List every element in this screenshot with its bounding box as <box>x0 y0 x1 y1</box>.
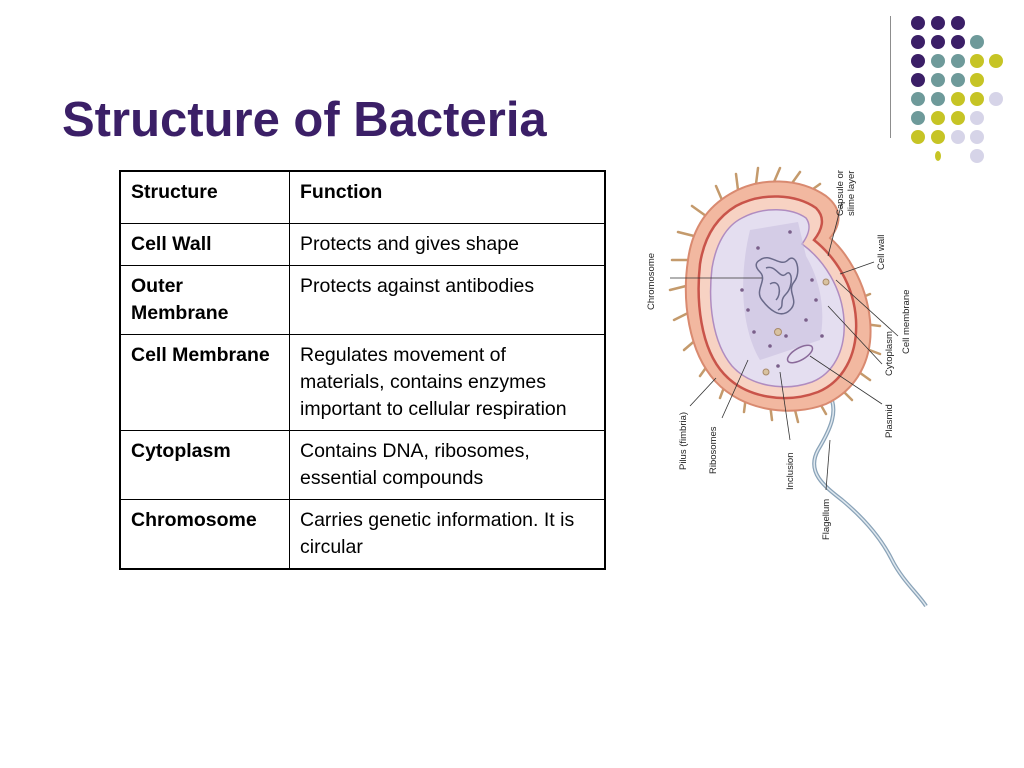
ribosomes <box>740 230 824 368</box>
slide-title: Structure of Bacteria <box>62 93 547 147</box>
label-ribosomes: Ribosomes <box>708 426 719 474</box>
function-cell: Carries genetic information. It is circu… <box>289 498 606 569</box>
decor-dot <box>935 151 941 161</box>
decor-dot <box>911 35 925 49</box>
decor-dot <box>951 130 965 144</box>
decor-dot <box>911 73 925 87</box>
function-cell: Contains DNA, ribosomes, essential compo… <box>289 429 606 500</box>
structure-cell: Cell Wall <box>119 222 290 266</box>
decor-dot <box>911 111 925 125</box>
label-cytoplasm: Cytoplasm <box>884 331 895 376</box>
decor-dot <box>931 16 945 30</box>
decor-dot <box>970 35 984 49</box>
leader-lines <box>670 201 899 491</box>
header-function: Function <box>289 170 606 224</box>
decor-dot <box>951 16 965 30</box>
decor-dot <box>970 54 984 68</box>
structure-cell: Cytoplasm <box>119 429 290 500</box>
inclusions <box>762 278 830 376</box>
table-row: Cell Wall Protects and gives shape <box>119 222 606 266</box>
label-pilus: Pilus (fimbria) <box>678 412 689 470</box>
label-capsule-line2: slime layer <box>846 171 857 216</box>
table-row: Cytoplasm Contains DNA, ribosomes, essen… <box>119 429 606 500</box>
label-plasmid: Plasmid <box>884 404 895 438</box>
structure-cell: Cell Membrane <box>119 333 290 431</box>
decor-dot <box>970 149 984 163</box>
decor-dot <box>951 54 965 68</box>
function-cell: Regulates movement of materials, contain… <box>289 333 606 431</box>
decor-dot <box>951 111 965 125</box>
decor-dot <box>970 130 984 144</box>
decor-dot <box>951 35 965 49</box>
decor-dot <box>911 16 925 30</box>
table-row: Outer Membrane Protects against antibodi… <box>119 264 606 335</box>
bacteria-structure-table: Structure Function Cell Wall Protects an… <box>119 170 606 570</box>
decor-dot <box>931 92 945 106</box>
decor-dot <box>911 92 925 106</box>
decor-dot <box>931 130 945 144</box>
plasmid <box>786 344 814 364</box>
decor-dot <box>970 92 984 106</box>
decorative-divider-line <box>890 16 891 138</box>
decor-dot <box>989 54 1003 68</box>
label-capsule-line1: Capsule or <box>835 170 846 216</box>
table-row: Chromosome Carries genetic information. … <box>119 498 606 569</box>
label-cell-membrane: Cell membrane <box>901 290 912 354</box>
decor-dot <box>911 54 925 68</box>
decor-dot <box>931 111 945 125</box>
decor-dot <box>989 92 1003 106</box>
function-cell: Protects against antibodies <box>289 264 606 335</box>
bacterium-diagram: Chromosome Capsule or slime layer Cell w… <box>646 166 928 608</box>
label-flagellum: Flagellum <box>821 499 832 540</box>
decor-dot <box>911 130 925 144</box>
chromosome <box>755 257 799 315</box>
decor-dot <box>951 92 965 106</box>
table-header-row: Structure Function <box>119 170 606 224</box>
label-inclusion: Inclusion <box>785 453 796 491</box>
label-cell-wall: Cell wall <box>876 235 887 270</box>
label-chromosome: Chromosome <box>646 253 657 310</box>
decor-dot <box>931 35 945 49</box>
decor-dot <box>970 111 984 125</box>
decor-dot <box>970 73 984 87</box>
structure-cell: Chromosome <box>119 498 290 569</box>
decor-dot <box>931 73 945 87</box>
function-cell: Protects and gives shape <box>289 222 606 266</box>
table-row: Cell Membrane Regulates movement of mate… <box>119 333 606 431</box>
decor-dot <box>931 54 945 68</box>
decor-dot <box>951 73 965 87</box>
header-structure: Structure <box>119 170 290 224</box>
structure-cell: Outer Membrane <box>119 264 290 335</box>
